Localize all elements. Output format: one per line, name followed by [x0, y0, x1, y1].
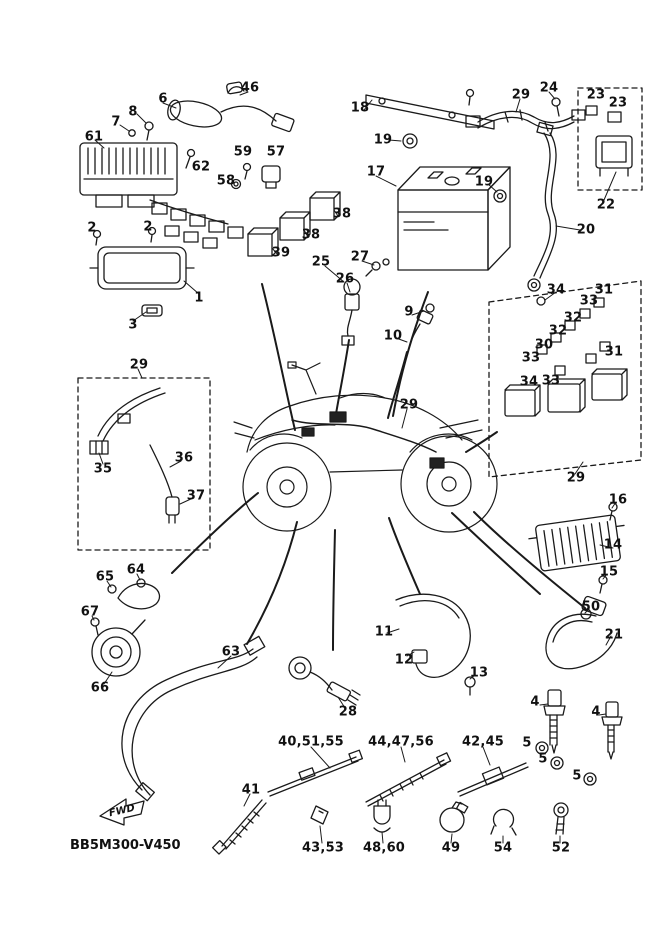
ecu-unit [79, 142, 178, 208]
sensor-9-10 [409, 303, 435, 345]
pointer-lines [171, 283, 586, 651]
lead-wire-63 [121, 635, 266, 802]
battery [397, 166, 511, 271]
diagram-code: BB5M300-V450 [70, 838, 181, 853]
wire-21 [545, 595, 618, 670]
clip-43 [310, 805, 329, 825]
connector-box-left [77, 377, 211, 551]
atv-outline [233, 361, 498, 533]
label-leaders [91, 91, 617, 844]
washers-5 [535, 741, 597, 786]
zip-tie-b [365, 752, 452, 807]
relay-38a [309, 191, 341, 221]
zip-tie-a [267, 749, 363, 797]
sub-harness [149, 199, 244, 249]
rectifier [528, 502, 625, 594]
ignition-coil [167, 81, 295, 133]
ignition-switch [341, 258, 390, 346]
spark-plug-a [543, 689, 566, 754]
spark-plug-b [601, 701, 623, 760]
small-fasteners [185, 148, 281, 190]
relay-box-right [488, 280, 642, 478]
coil-bolts [128, 121, 154, 141]
starter-cable-20 [527, 121, 558, 306]
hose-clamp-49 [439, 801, 469, 833]
harness-29-top [465, 109, 586, 132]
clamp-48 [373, 799, 391, 833]
cdi-unit [89, 226, 195, 317]
horn [90, 578, 161, 677]
relay-39 [247, 227, 279, 257]
bolt-52 [553, 802, 569, 835]
fwd-arrow [99, 798, 145, 826]
battery-bracket [365, 88, 507, 203]
screw-41 [211, 799, 267, 855]
sensor-28 [288, 656, 361, 706]
band-clamp [457, 762, 529, 797]
wire-11 [395, 593, 476, 696]
fuse-box-area [551, 87, 643, 191]
relay-38b [279, 211, 311, 241]
clamp-54 [490, 808, 517, 836]
